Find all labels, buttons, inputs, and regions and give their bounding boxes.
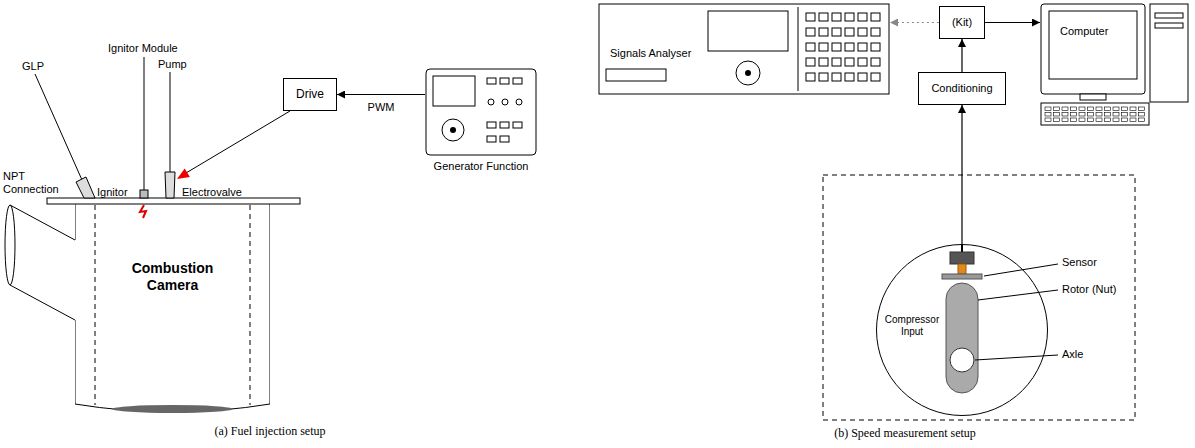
function-generator: Generator Function (425, 68, 537, 173)
leader-line (975, 355, 1058, 360)
electrovalve (165, 172, 175, 198)
node-text: Signals Analyser (610, 47, 691, 60)
part-label: GLP (22, 60, 44, 73)
connector (961, 39, 962, 72)
sensor-body (950, 252, 974, 264)
signal-analyser: Signals Analyser (598, 3, 890, 95)
node-text: Generator Function (425, 160, 537, 173)
glp-line (35, 74, 82, 180)
part-label: NPT Connection (3, 170, 65, 196)
drive-box: Drive (283, 78, 337, 111)
pipe-mouth (5, 205, 15, 285)
kit-box: (Kit) (939, 6, 985, 39)
side-pipe (10, 205, 75, 320)
sensor-wire (961, 244, 963, 252)
part-label: Pump (158, 58, 187, 71)
compressor-input-circle: Compressor Input (876, 244, 1048, 416)
rotor (946, 283, 978, 393)
connector (985, 22, 1040, 23)
ignitor-wire (144, 57, 145, 190)
axle (950, 348, 974, 372)
caption: (b) Speed measurement setup (834, 426, 976, 441)
combustion-chamber: Combustion Camera (75, 204, 270, 415)
part-label: Rotor (Nut) (1062, 283, 1116, 296)
part-label: Sensor (1062, 256, 1097, 269)
node-text: Compressor Input (883, 314, 941, 338)
connector (961, 105, 962, 244)
node-text: Conditioning (931, 82, 992, 95)
computer: Computer (1040, 3, 1190, 128)
connector (337, 94, 425, 95)
npt-fitting (76, 177, 95, 198)
leader-line (984, 264, 1058, 276)
connector (890, 22, 939, 23)
ignitor (140, 190, 148, 198)
node-text: Combustion Camera (75, 260, 270, 294)
leader-line (978, 290, 1058, 300)
node-text: Computer (1060, 25, 1108, 38)
part-label: Electrovalve (182, 186, 242, 199)
caption: (a) Fuel injection setup (215, 424, 326, 439)
node-text: (Kit) (952, 16, 972, 29)
signal-label: PWM (366, 101, 397, 114)
dashed-wall (95, 205, 96, 405)
node-text: Drive (296, 88, 324, 101)
part-label: Ignitor (97, 186, 128, 199)
electrovalve-arrow (177, 169, 190, 180)
sensor-stem (958, 264, 966, 274)
top-plate (47, 198, 300, 204)
spark (140, 205, 146, 218)
conditioning-box: Conditioning (918, 72, 1005, 105)
sensor-plate (942, 274, 982, 279)
drive-wire (186, 111, 290, 173)
dashed-region (823, 175, 1135, 420)
pump-line (170, 72, 171, 172)
part-label: Ignitor Module (108, 42, 178, 55)
dashed-wall (250, 205, 251, 405)
part-label: Axle (1062, 348, 1083, 361)
